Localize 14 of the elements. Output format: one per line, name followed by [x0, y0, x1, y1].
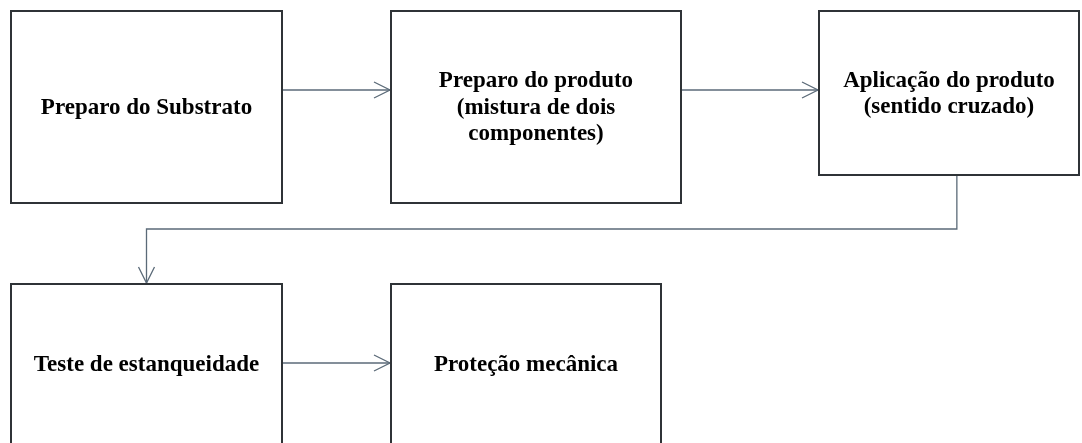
- step-label: Aplicação do produto (sentido cruzado): [842, 66, 1056, 120]
- arrow: [137, 175, 958, 284]
- process-box: [390, 283, 662, 443]
- step-label: Proteção mecânica: [433, 350, 619, 378]
- step-label: Teste de estanqueidade: [33, 350, 260, 378]
- arrow: [681, 81, 819, 99]
- arrow: [282, 81, 391, 99]
- step-label: Preparo do Substrato: [40, 93, 253, 121]
- process-box: [10, 283, 283, 443]
- step-label: Preparo do produto (mistura de dois componentes): [437, 67, 635, 147]
- arrow: [282, 354, 391, 372]
- process-box: [10, 10, 283, 204]
- process-box: [390, 10, 682, 204]
- process-box: [818, 10, 1080, 176]
